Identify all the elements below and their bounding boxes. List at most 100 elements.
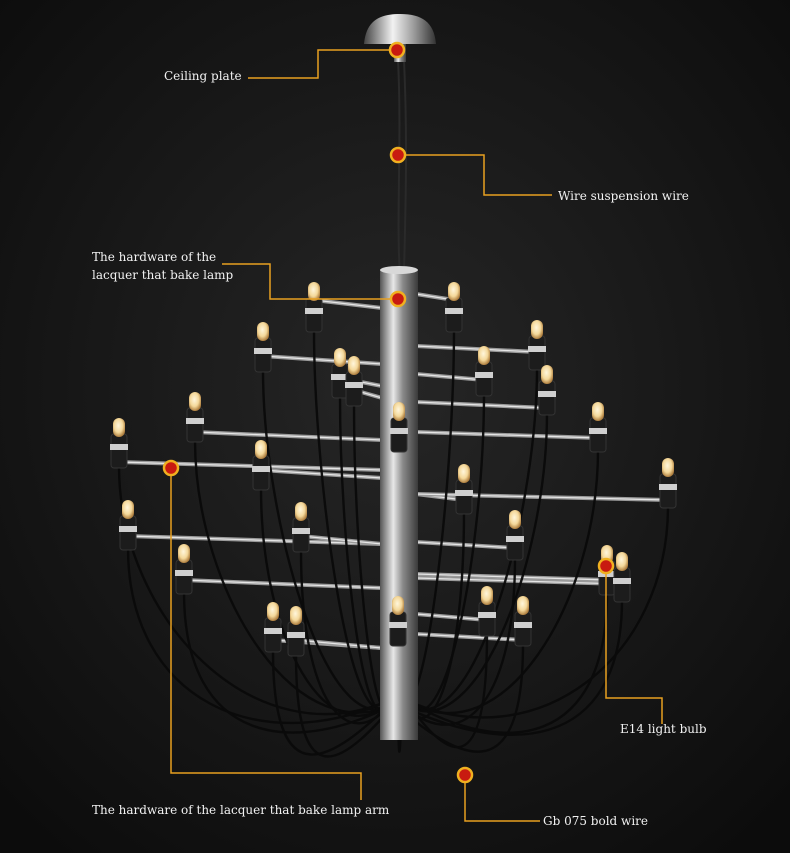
light-bulb <box>662 458 674 477</box>
lamp-socket <box>613 567 631 603</box>
suspension-cables <box>397 59 408 276</box>
socket-chrome-ring <box>475 372 493 378</box>
socket-chrome-ring <box>252 466 270 472</box>
leader-line-e14-bulb <box>605 566 663 724</box>
light-bulb <box>290 606 302 625</box>
socket-chrome-ring <box>538 391 556 397</box>
light-bulb <box>393 402 405 421</box>
lamp-cord <box>259 487 395 717</box>
lamp-socket <box>445 297 463 333</box>
light-bulb <box>257 322 269 341</box>
light-bulb <box>178 544 190 563</box>
lamp-socket <box>254 337 272 373</box>
lamp-arm-highlight <box>118 461 383 471</box>
lamp-socket <box>292 517 310 553</box>
socket-chrome-ring <box>254 348 272 354</box>
lamp-socket <box>119 515 137 551</box>
socket-chrome-ring <box>659 484 677 490</box>
lamp-arm-highlight <box>300 535 383 545</box>
socket-chrome-ring <box>589 428 607 434</box>
light-bulb <box>255 440 267 459</box>
lamp-arm-highlight <box>415 633 524 641</box>
lamp-socket <box>305 297 323 333</box>
socket-chrome-ring <box>110 444 128 450</box>
lamp-arm-highlight <box>183 579 383 589</box>
socket-chrome-ring <box>445 308 463 314</box>
marker-lamp-arm <box>162 459 180 477</box>
ceiling-canopy <box>364 14 436 44</box>
light-bulb <box>616 552 628 571</box>
light-bulb <box>189 392 201 411</box>
lamp-socket <box>252 455 270 491</box>
light-bulb <box>541 365 553 384</box>
label-lamp-hardware-line2: lacquer that bake lamp <box>92 268 234 282</box>
socket-chrome-ring <box>345 382 363 388</box>
lamp-arm-highlight <box>262 355 383 365</box>
lamp-arm-highlight <box>313 299 383 309</box>
light-bulb <box>481 586 493 605</box>
lamp-socket <box>389 611 407 647</box>
central-column <box>380 270 418 740</box>
lamp-cord <box>405 505 670 719</box>
lamp-socket <box>186 407 204 443</box>
lamp-socket <box>475 361 493 397</box>
label-lamp-hardware-line1: The hardware of the <box>92 250 217 264</box>
marker-suspension-wire <box>389 146 407 164</box>
lamp-socket <box>528 335 546 371</box>
lamp-arm-highlight <box>415 431 599 439</box>
column-top <box>380 266 418 274</box>
lamp-socket <box>390 417 408 453</box>
light-bulb <box>448 282 460 301</box>
leader-line-ceiling-plate <box>248 49 397 79</box>
lamp-cord <box>389 599 624 736</box>
light-bulb <box>334 348 346 367</box>
label-lamp-arm: The hardware of the lacquer that bake la… <box>92 803 390 817</box>
lamp-arm-highlight <box>415 577 623 585</box>
light-bulb <box>295 502 307 521</box>
lamp-cord <box>405 633 489 749</box>
leader-line-bold-wire <box>464 775 540 822</box>
lamp-socket <box>264 617 282 653</box>
socket-chrome-ring <box>390 428 408 434</box>
leader-line-lamp-hardware <box>222 263 398 300</box>
lamp-cord <box>405 592 609 734</box>
leader-line-suspension-wire <box>398 154 552 196</box>
lamp-socket <box>659 473 677 509</box>
lamp-socket <box>345 371 363 407</box>
lamp-arm-highlight <box>415 345 538 353</box>
lamp-socket <box>287 621 305 657</box>
light-bulb <box>531 320 543 339</box>
lamp-socket <box>478 601 496 637</box>
light-bulb <box>478 346 490 365</box>
lamp-cord <box>397 557 517 726</box>
marker-bold-wire <box>456 766 474 784</box>
lamp-cord <box>294 653 399 758</box>
lamp-arm-highlight <box>415 401 548 409</box>
socket-chrome-ring <box>186 418 204 424</box>
socket-chrome-ring <box>389 622 407 628</box>
lamp-socket <box>538 380 556 416</box>
lamp-socket <box>455 479 473 515</box>
label-ceiling-plate: Ceiling plate <box>164 69 242 83</box>
label-bold-wire: Gb 075 bold wire <box>543 814 648 828</box>
lamp-socket <box>589 417 607 453</box>
lamp-socket <box>110 433 128 469</box>
socket-chrome-ring <box>506 536 524 542</box>
lamps-layer <box>110 282 677 657</box>
socket-chrome-ring <box>287 632 305 638</box>
light-bulb <box>458 464 470 483</box>
light-bulb <box>517 596 529 615</box>
lamp-arm-highlight <box>415 613 488 621</box>
light-bulb <box>348 356 360 375</box>
lamp-cord <box>126 547 391 725</box>
light-bulb <box>509 510 521 529</box>
light-bulb <box>122 500 134 519</box>
socket-chrome-ring <box>455 490 473 496</box>
light-bulb <box>113 418 125 437</box>
lamp-socket <box>514 611 532 647</box>
marker-ceiling-plate <box>388 41 406 59</box>
light-bulb <box>308 282 320 301</box>
lamp-socket <box>506 525 524 561</box>
